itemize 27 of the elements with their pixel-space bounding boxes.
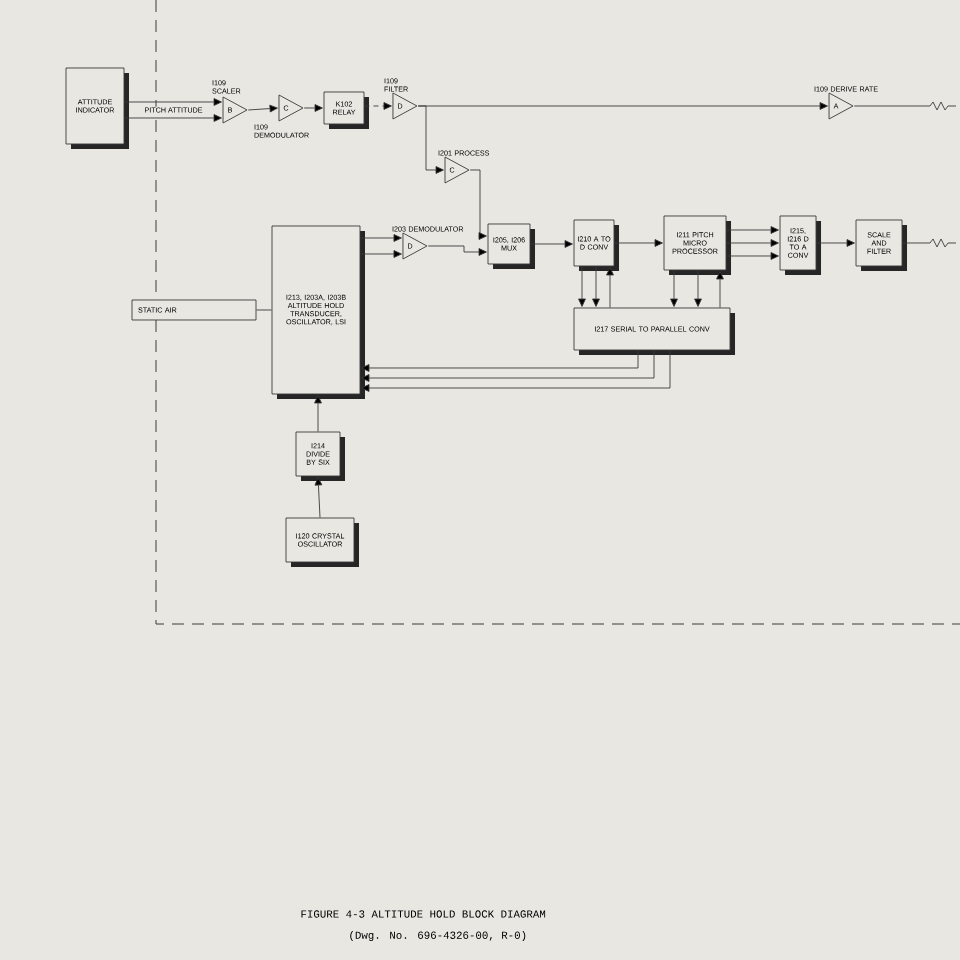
arrow (427, 245, 487, 256)
arrow (360, 234, 402, 242)
arrow (314, 395, 322, 432)
arrow (469, 169, 487, 240)
arrow (578, 266, 586, 307)
arrow (124, 114, 222, 122)
arrow (726, 252, 779, 260)
arrow (670, 270, 678, 307)
arrow (606, 267, 614, 308)
arrow (364, 102, 392, 110)
arrow (592, 266, 600, 307)
arrow (361, 350, 639, 372)
arrow (726, 239, 779, 247)
arrow (716, 271, 724, 308)
arrow (303, 104, 323, 112)
arrow (124, 98, 222, 106)
arrow (816, 239, 855, 247)
arrow (361, 350, 671, 392)
arrow (360, 250, 402, 258)
arrow (417, 105, 444, 174)
arrow (314, 477, 323, 518)
arrow (726, 226, 779, 234)
arrow (530, 240, 573, 248)
arrow (361, 350, 655, 382)
arrow (694, 270, 702, 307)
arrow (614, 239, 663, 247)
arrow (247, 104, 278, 113)
